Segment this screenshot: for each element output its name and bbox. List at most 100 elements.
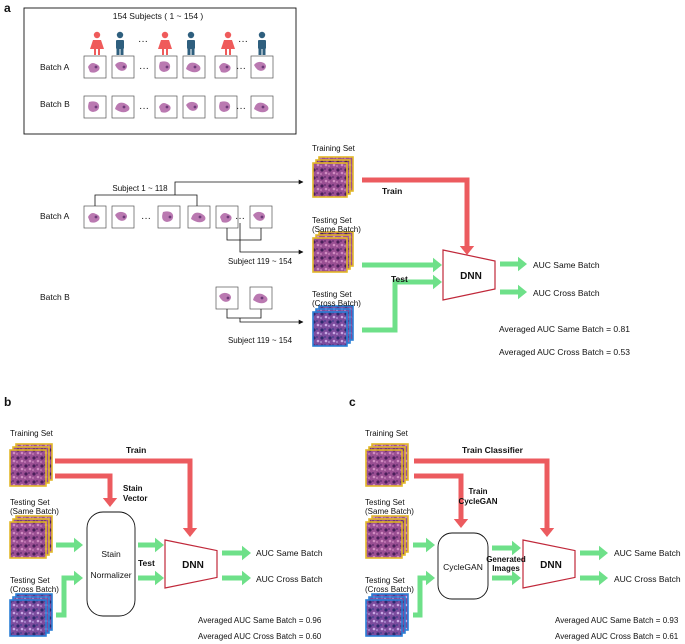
- test-arrow-same-b-head: [74, 537, 83, 553]
- tissue-blob: [191, 212, 206, 223]
- train-label: Train: [382, 186, 402, 196]
- tissue-blob: [159, 61, 171, 72]
- averaged-auc-cross: Averaged AUC Cross Batch = 0.61: [555, 632, 679, 641]
- testing-cross-label: Testing Set: [312, 290, 352, 299]
- averaged-auc-same: Averaged AUC Same Batch = 0.96: [198, 616, 322, 625]
- person-head: [116, 31, 124, 39]
- image-patch: [9, 449, 47, 487]
- person-leg: [191, 49, 195, 55]
- person-head: [258, 31, 266, 39]
- tissue-spot: [193, 65, 197, 69]
- cyclegan-label: CycleGAN: [443, 562, 483, 572]
- tissue-blob: [253, 211, 265, 221]
- generated-images-label: Generated: [486, 555, 526, 564]
- person-female-icon: [158, 31, 172, 55]
- tissue-slide-icon: [83, 95, 107, 119]
- train-connector: [174, 179, 304, 195]
- test-arrow-cross-c: [413, 575, 426, 618]
- bracket-test: [226, 228, 262, 241]
- tissue-slide-icon: [250, 95, 274, 119]
- person-leg: [116, 49, 120, 55]
- tissue-spot: [165, 65, 169, 69]
- person-head: [93, 31, 101, 39]
- image-patch: [312, 162, 348, 198]
- tissue-spot: [198, 215, 202, 219]
- ellipsis: ···: [141, 213, 151, 224]
- tissue-blob: [219, 63, 231, 73]
- tissue-blob: [254, 61, 266, 71]
- tissue-blob: [88, 63, 100, 73]
- dnn-trapezoid-icon: [442, 249, 496, 301]
- panel-letter-c: c: [349, 395, 356, 409]
- person-body: [221, 40, 235, 49]
- testing-cross-label: (Cross Batch): [312, 299, 361, 308]
- tissue-spot: [122, 105, 126, 109]
- tissue-spot: [225, 65, 229, 69]
- tissue-spot: [226, 215, 230, 219]
- testing-same-label: (Same Batch): [365, 507, 414, 516]
- person-leg: [162, 49, 164, 55]
- bracket-test-b: [226, 309, 262, 319]
- testing-cross-label: (Cross Batch): [365, 585, 414, 594]
- person-leg: [94, 49, 96, 55]
- person-body: [158, 40, 172, 49]
- averaged-auc-same: Averaged AUC Same Batch = 0.81: [499, 324, 630, 334]
- stain-vector-arrow-b: [55, 473, 113, 498]
- person-head: [161, 31, 169, 39]
- stain-vector-arrow-b-head: [102, 498, 118, 507]
- test-arrow-same-a-head: [433, 257, 442, 273]
- subject-train-range: Subject 1 ~ 118: [112, 184, 168, 193]
- output-arrow-cross-c-head: [599, 570, 608, 586]
- bracket-train: [94, 194, 198, 206]
- person-leg: [187, 49, 191, 55]
- tissue-slide-icon: [157, 205, 181, 229]
- tissue-blob: [219, 101, 231, 112]
- batch-b-label: Batch B: [40, 99, 70, 109]
- testing-same-label: (Same Batch): [312, 225, 361, 234]
- auc-same-label: AUC Same Batch: [614, 548, 681, 558]
- tissue-slide-icon: [249, 205, 273, 229]
- image-patch-stack: [9, 443, 53, 487]
- test-arrow-cross-a-head: [433, 274, 442, 290]
- test-label: Test: [391, 274, 408, 284]
- tissue-slide-icon: [111, 55, 135, 79]
- tissue-spot: [122, 215, 126, 219]
- subjects-title: 154 Subjects ( 1 ~ 154 ): [113, 11, 204, 21]
- tissue-blob: [88, 213, 100, 223]
- training-set-label: Training Set: [365, 429, 409, 438]
- tissue-blob: [219, 292, 231, 302]
- train-arrow-a: [362, 177, 470, 246]
- ellipsis: ···: [235, 213, 245, 224]
- image-patch: [9, 521, 47, 559]
- averaged-auc-same: Averaged AUC Same Batch = 0.93: [555, 616, 679, 625]
- testing-same-label: Testing Set: [312, 216, 352, 225]
- training-set-label: Training Set: [312, 144, 356, 153]
- tissue-slide-icon: [111, 205, 135, 229]
- train-arrow-b: [55, 458, 193, 528]
- image-patch: [365, 599, 403, 637]
- tissue-slide-icon: [154, 95, 178, 119]
- stain-vector-label: Stain: [123, 484, 143, 493]
- output-arrow-same-a-head: [518, 256, 527, 272]
- tissue-blob: [115, 102, 130, 113]
- tissue-spot: [168, 215, 172, 219]
- norm-out-same-b-head: [155, 537, 164, 553]
- person-body: [258, 40, 266, 49]
- tissue-spot: [261, 65, 265, 69]
- testing-cross-label: Testing Set: [365, 576, 405, 585]
- person-leg: [229, 49, 231, 55]
- person-leg: [258, 49, 262, 55]
- output-arrow-same-c-head: [599, 545, 608, 561]
- train-classifier-arrow-c-head: [539, 528, 555, 537]
- tissue-spot: [94, 65, 98, 69]
- subject-test-range-b: Subject 119 ~ 154: [228, 336, 293, 345]
- tissue-slide-icon: [83, 55, 107, 79]
- batch-a-label: Batch A: [40, 211, 70, 221]
- test-label: Test: [138, 558, 155, 568]
- train-arrow-a-head: [459, 246, 475, 255]
- testing-cross-label: (Cross Batch): [10, 585, 59, 594]
- stain-normalizer-box: [86, 511, 136, 617]
- person-male-icon: [187, 31, 195, 55]
- subject-test-range: Subject 119 ~ 154: [228, 257, 293, 266]
- testing-same-label: Testing Set: [365, 498, 405, 507]
